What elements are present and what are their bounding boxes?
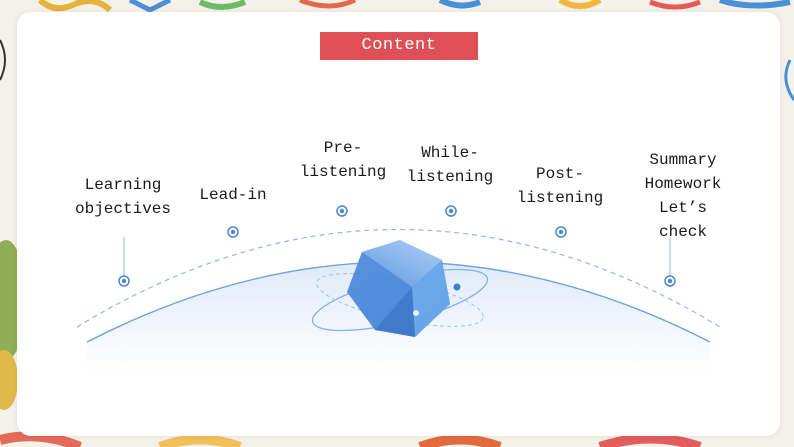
node-learning-objectives [118,275,130,287]
step-label-pre-listening: Pre- listening [299,139,387,181]
node-pre-listening [336,205,348,217]
crystal-icosahedron-icon [311,240,489,337]
dashed-arc [76,229,721,328]
node-while-listening [445,205,457,217]
node-summary [664,275,676,287]
content-card: Content [17,12,780,436]
node-post-listening [555,226,567,238]
step-label-post-listening: Post- listening [516,165,604,207]
step-label-summary-homework: Summary Homework Let’s check [644,151,722,241]
content-title-banner: Content [320,32,478,60]
content-arc-diagram [76,205,721,372]
arc-nodes [118,205,676,287]
step-label-while-listening: While- listening [406,144,494,186]
step-label-learning-objectives: Learning objectives [74,176,172,218]
node-lead-in [227,226,239,238]
step-label-lead-in: Lead-in [199,186,267,204]
